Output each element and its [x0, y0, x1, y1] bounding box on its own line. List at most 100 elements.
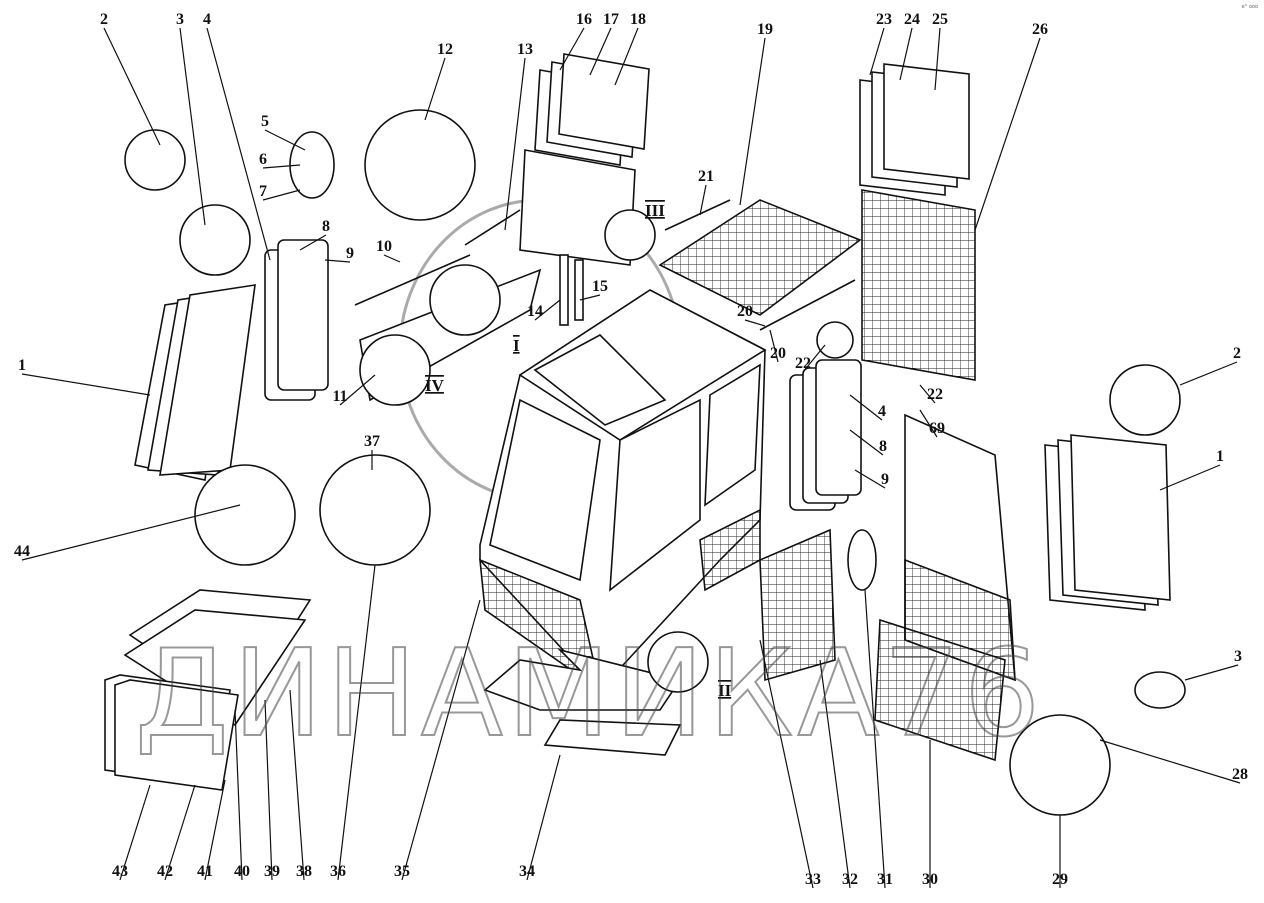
- part-label: 40: [234, 863, 250, 880]
- part-label: 34: [519, 863, 535, 880]
- roof-hatch-opening: [533, 334, 667, 426]
- part-label: 9: [346, 245, 354, 262]
- leader-line: [103, 27, 161, 146]
- left-vent-glass: [264, 239, 329, 401]
- mesh-panel-32: [759, 528, 836, 682]
- part-label: 23: [876, 11, 892, 28]
- leader-line: [264, 699, 273, 881]
- part-label: 16: [576, 11, 592, 28]
- handle-3-right: [1134, 671, 1186, 709]
- part-label: 26: [1032, 21, 1048, 38]
- leader-line: [164, 784, 196, 881]
- part-label: 44: [14, 543, 30, 560]
- leader-line: [819, 659, 851, 889]
- part-label: 2: [100, 11, 108, 28]
- left-glass-set: [134, 284, 256, 481]
- part-label: 20: [737, 303, 753, 320]
- leader-line: [234, 709, 243, 881]
- part-label: 36: [330, 863, 346, 880]
- leader-line: [802, 344, 826, 373]
- parts-drawing: [104, 53, 1186, 816]
- seal-strip-13: [464, 209, 521, 246]
- part-label: 4: [203, 11, 211, 28]
- part-label: 20: [770, 345, 786, 362]
- part-label: 8: [879, 438, 887, 455]
- leader-line: [849, 429, 884, 456]
- leader-line: [899, 27, 913, 81]
- leader-line: [262, 189, 301, 201]
- leader-line: [204, 779, 226, 881]
- detail-view-label: IV: [425, 376, 445, 395]
- leader-line: [264, 129, 306, 151]
- detail-circle-2-right: [1109, 364, 1181, 436]
- leader-line: [744, 319, 766, 327]
- leader-line: [299, 234, 327, 251]
- part-label: 2: [1233, 345, 1241, 362]
- side-window: [609, 398, 701, 592]
- part-label: 32: [842, 871, 858, 888]
- part-label: 69: [929, 420, 945, 437]
- leader-line: [699, 184, 707, 216]
- detail-view-IV: [359, 334, 431, 406]
- leader-line: [324, 259, 351, 263]
- part-label: 28: [1232, 766, 1248, 783]
- detail-heater-36: [319, 454, 431, 566]
- leader-line: [869, 27, 885, 76]
- detail-view-III: [604, 209, 656, 261]
- part-label: 29: [1052, 871, 1068, 888]
- leader-line: [339, 374, 376, 406]
- leader-line: [526, 754, 561, 881]
- front-window: [489, 398, 601, 582]
- part-label: 38: [296, 863, 312, 880]
- part-label: 10: [376, 238, 392, 255]
- part-label: 4: [878, 403, 886, 420]
- corner-mark: e° ooo: [1241, 4, 1258, 10]
- leader-line: [1179, 361, 1238, 386]
- leader-lines: [21, 27, 1241, 889]
- leader-line: [614, 27, 639, 86]
- leader-line: [119, 784, 151, 881]
- floor-mat: [483, 648, 682, 711]
- part-label: 18: [630, 11, 646, 28]
- part-label: 12: [437, 41, 453, 58]
- leader-line: [534, 299, 561, 321]
- lamp-31: [847, 529, 877, 591]
- right-vent-glass: [789, 359, 862, 511]
- part-label: 8: [322, 218, 330, 235]
- leader-line: [854, 469, 886, 489]
- seal-strip-20: [759, 279, 856, 331]
- leader-line: [864, 589, 886, 889]
- part-label: 13: [517, 41, 533, 58]
- leader-line: [1184, 664, 1239, 681]
- part-label: 41: [197, 863, 213, 880]
- part-label: 31: [877, 871, 893, 888]
- detail-view-label: II: [718, 681, 732, 700]
- detail-circle-3: [179, 204, 251, 276]
- detail-view-II: [647, 631, 709, 693]
- bracket-14: [559, 254, 569, 326]
- part-label: 3: [1234, 648, 1242, 665]
- leader-line: [383, 254, 401, 263]
- right-glass-set: [1044, 434, 1171, 611]
- part-label: 42: [157, 863, 173, 880]
- part-label: 33: [805, 871, 821, 888]
- bracket-15: [574, 259, 584, 321]
- leader-line: [589, 27, 612, 76]
- part-label: 43: [112, 863, 128, 880]
- leader-line: [401, 599, 481, 881]
- leader-line: [579, 294, 601, 301]
- leader-line: [559, 27, 585, 71]
- leader-line: [21, 373, 151, 396]
- leader-line: [21, 504, 241, 561]
- leader-line: [919, 409, 938, 438]
- rear-grille-26: [861, 189, 976, 381]
- rear-glass-23-25: [859, 63, 970, 196]
- part-label: 25: [932, 11, 948, 28]
- top-glass-16-18: [534, 53, 650, 166]
- part-label: 6: [259, 151, 267, 168]
- mesh-panel-30: [874, 618, 1006, 762]
- leader-line: [206, 27, 271, 261]
- part-label: 14: [527, 303, 543, 320]
- part-label: 22: [795, 355, 811, 372]
